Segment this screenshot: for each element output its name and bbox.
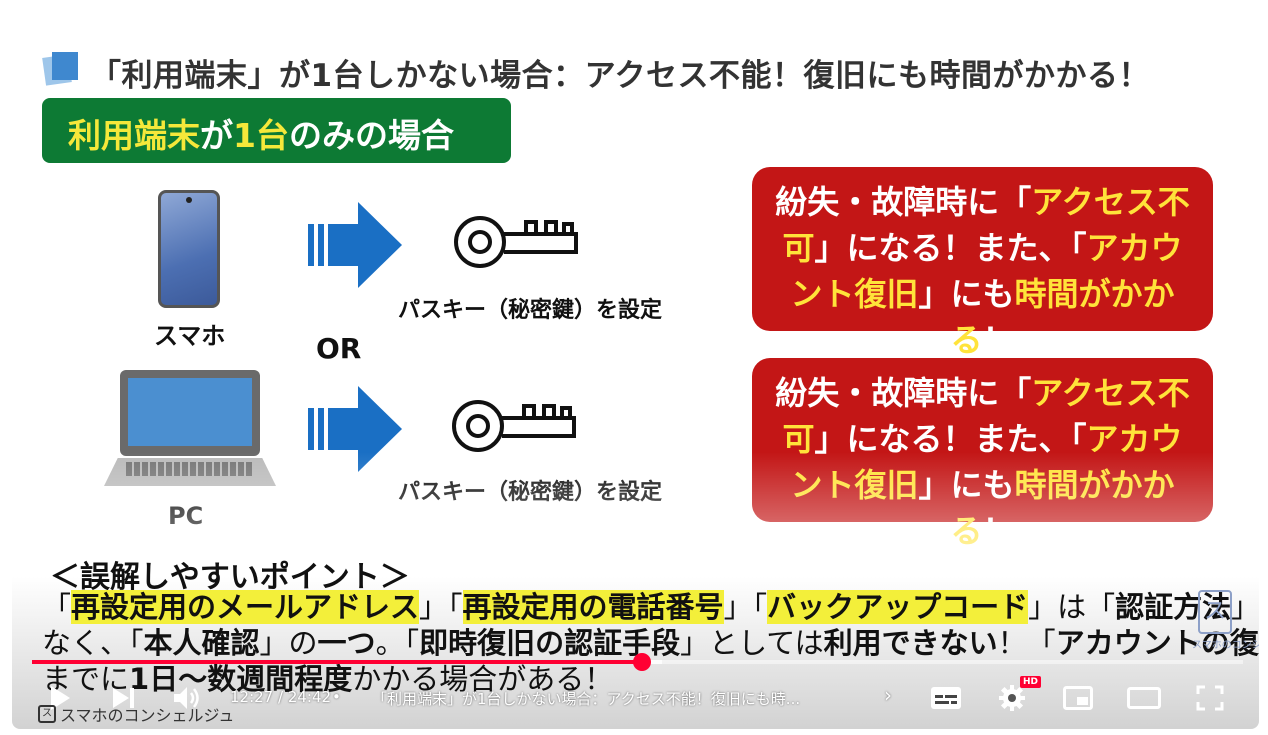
volume-icon [174, 687, 199, 709]
volume-button[interactable] [168, 678, 208, 718]
progress-played [32, 660, 643, 664]
passkey-label-smartphone: パスキー（秘密鍵）を設定 [398, 298, 663, 323]
smartphone-illustration [158, 190, 220, 308]
fullscreen-button[interactable] [1190, 678, 1230, 718]
or-label: OR [316, 332, 362, 365]
chapter-chevron-icon[interactable]: › [884, 683, 892, 707]
arrow-right-icon [308, 386, 402, 472]
miniplayer-button[interactable] [1058, 678, 1098, 718]
time-display: 12:27 / 24:42 [230, 688, 332, 706]
progress-scrubber[interactable] [633, 653, 652, 671]
badge-text: 利用端末が1台のみの場合 [68, 116, 454, 155]
time-separator: • [332, 688, 341, 706]
theater-icon [1127, 687, 1161, 709]
watermark-logo: ス [1198, 590, 1232, 634]
key-icon [454, 216, 578, 268]
next-icon [113, 688, 134, 708]
channel-brand: ス スマホのコンシェルジュ [38, 702, 234, 726]
subtitles-icon [931, 687, 961, 709]
laptop-illustration [120, 370, 260, 456]
theater-mode-button[interactable] [1124, 678, 1164, 718]
hd-badge: HD [1020, 676, 1042, 688]
fullscreen-icon [1196, 685, 1224, 711]
play-icon [51, 686, 70, 710]
progress-bar[interactable] [32, 653, 1243, 671]
brand-logo-icon: ス [38, 705, 56, 723]
miniplayer-icon [1063, 686, 1093, 710]
arrow-right-icon [308, 202, 402, 288]
title-marker-icon [52, 52, 78, 80]
single-device-badge: 利用端末が1台のみの場合 [42, 98, 511, 163]
settings-button[interactable] [992, 678, 1032, 718]
play-button[interactable] [42, 678, 78, 718]
smartphone-label: スマホ [154, 322, 226, 350]
chapter-title[interactable]: 「利用端末」が1台しかない場合：アクセス不能！復旧にも時... [372, 690, 801, 708]
settings-gear-icon [999, 685, 1025, 711]
key-icon [452, 400, 576, 452]
watermark-text: スマホのコンシェル [1192, 640, 1259, 651]
subtitles-button[interactable] [926, 678, 966, 718]
caption-line-1: 「再設定用のメールアドレス」「再設定用の電話番号」「バックアップコード」は「認証… [42, 590, 1259, 624]
video-player[interactable]: 「利用端末」が1台しかない場合：アクセス不能！復旧にも時間がかかる！ 利用端末が… [12, 12, 1259, 729]
warning-box-smartphone: 紛失・故障時に「アクセス不可」になる！また、「アカウント復旧」にも時間がかかる！ [752, 167, 1213, 359]
slide-title: 「利用端末」が1台しかない場合：アクセス不能！復旧にも時間がかかる！ [90, 58, 1151, 94]
caption-heading: ＜誤解しやすいポイント＞ [50, 560, 410, 595]
next-button[interactable] [106, 678, 142, 718]
